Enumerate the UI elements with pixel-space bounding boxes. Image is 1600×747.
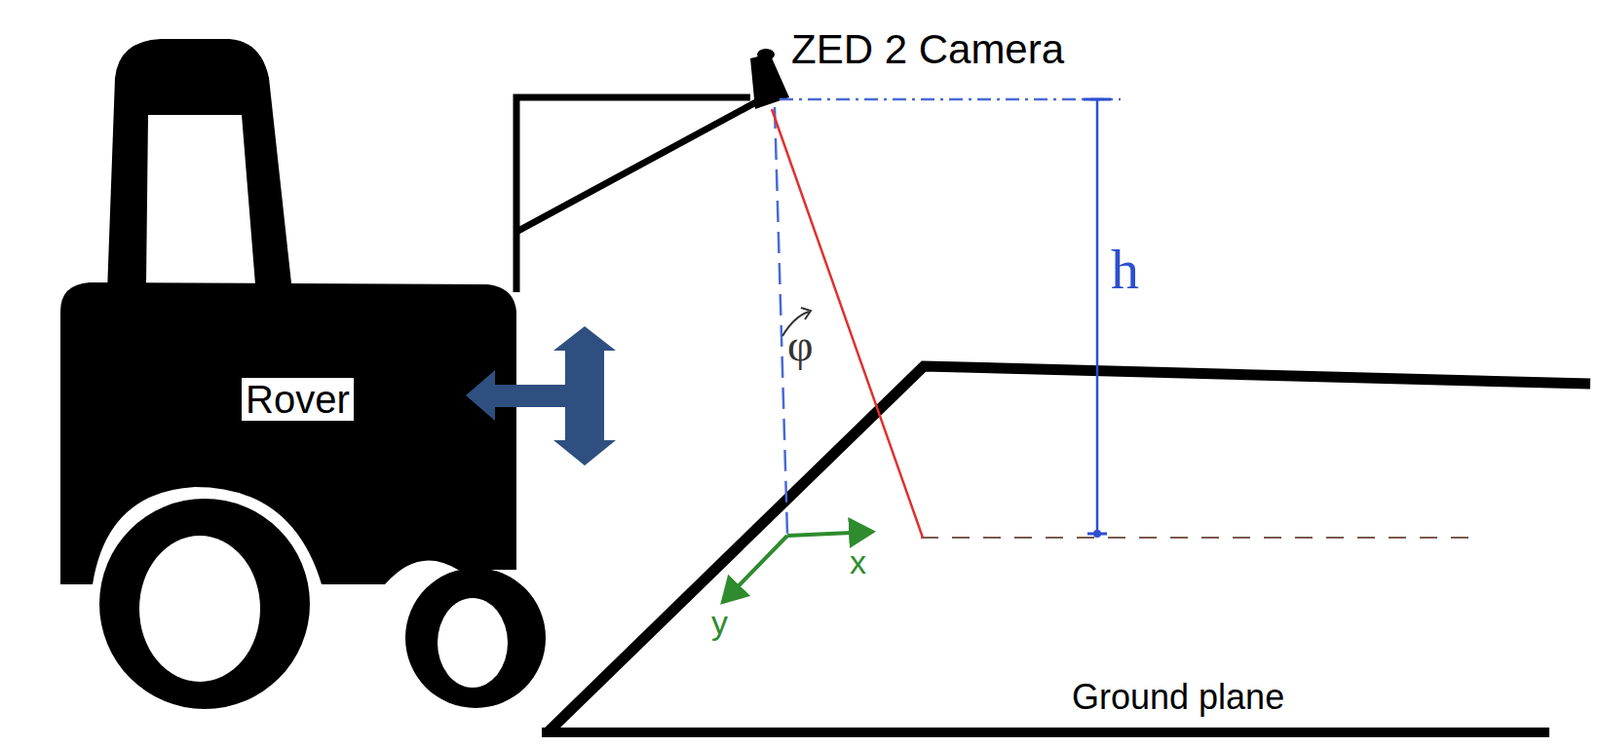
angle-symbol: φ — [787, 323, 814, 369]
height-symbol: h — [1110, 241, 1140, 299]
rover-label: Rover — [241, 378, 354, 421]
y-axis-label: y — [711, 606, 728, 640]
x-axis-label: x — [849, 545, 867, 579]
ground-plane-label: Ground plane — [1071, 680, 1285, 716]
camera-label: ZED 2 Camera — [791, 29, 1065, 71]
